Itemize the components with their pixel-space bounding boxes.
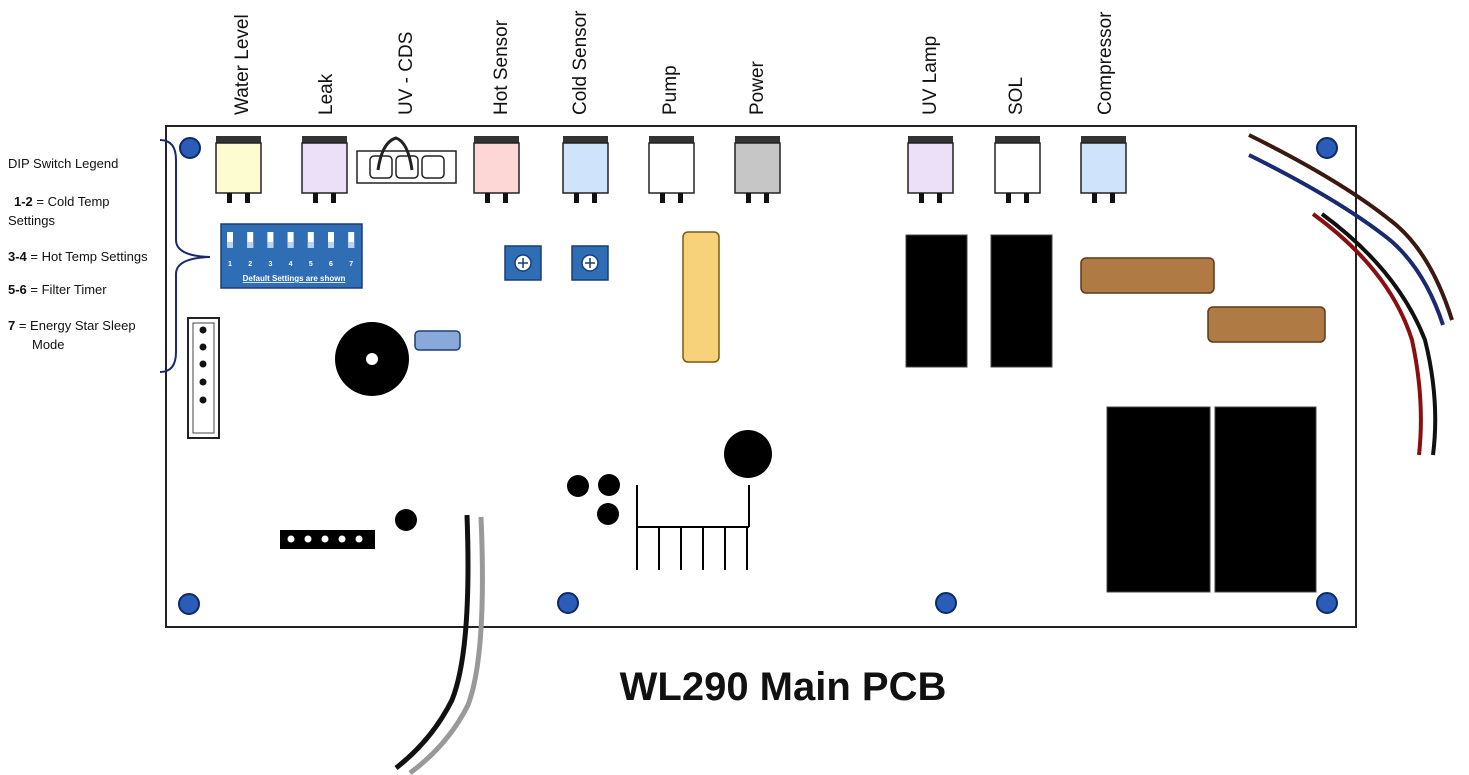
connector-leak [301,136,348,203]
yellow-component [682,231,720,363]
connector-power [734,136,781,203]
diagram-title: WL290 Main PCB [620,665,947,709]
dip-legend: DIP Switch Legend 1-2 = Cold Temp Settin… [8,156,148,352]
buzzer [335,322,409,396]
connector-labels: Water Level Leak UV - CDS Hot Sensor Col… [232,10,1116,115]
dip-number: 3 [268,261,272,268]
connector-label-leak: Leak [316,73,337,115]
relay-compressor-b [1214,406,1317,593]
connector-label-hot-sensor: Hot Sensor [491,19,512,115]
dip-toggle [307,232,314,248]
dip-switch: 1 2 3 4 5 6 7 Default Settings are shown [220,223,363,289]
connectors [215,136,1127,203]
connector-pump [648,136,695,203]
mounting-hole [1316,592,1338,614]
mounting-hole [178,593,200,615]
top-right-wires [1248,133,1454,456]
connector-label-sol: SOL [1006,77,1027,115]
dip-number: 4 [289,261,293,268]
connector-water-level [215,136,262,203]
uv-cds-connector [356,136,457,184]
horizontal-pin-header [280,530,375,549]
mounting-hole [1316,137,1338,159]
dip-toggle [348,232,355,248]
connector-compressor [1080,136,1127,203]
dip-number: 5 [309,261,313,268]
potentiometer-cold [571,245,609,281]
legend-item-4: 7 = Energy Star Sleep [8,318,136,333]
connector-label-water-level: Water Level [232,14,253,115]
dip-number: 7 [349,261,353,268]
relay-compressor-a [1106,406,1211,593]
black-dot [598,474,620,496]
legend-item-2: 3-4 = Hot Temp Settings [8,249,148,264]
legend-item-1-line2: Settings [8,213,55,228]
connector-label-power: Power [747,60,768,115]
mounting-hole [179,137,201,159]
legend-item-4-line2: Mode [32,337,65,352]
heat-sink [636,485,750,570]
legend-bracket [159,139,211,373]
resistor-2 [1207,306,1326,343]
dip-number: 6 [329,261,333,268]
legend-item-1: 1-2 = Cold Temp [14,194,110,209]
dip-toggle [227,232,233,248]
connector-label-compressor: Compressor [1095,11,1116,115]
potentiometer-hot [504,245,542,281]
connector-cold-sensor [562,136,609,203]
dip-toggle [287,232,294,248]
mounting-hole [935,592,957,614]
connector-label-pump: Pump [660,65,681,115]
legend-title: DIP Switch Legend [8,156,118,171]
dip-number: 1 [228,261,232,268]
vertical-pin-header [187,317,220,439]
legend-item-3: 5-6 = Filter Timer [8,282,107,297]
dip-toggle [247,232,254,248]
small-blue-component [414,330,461,351]
large-black-dot [724,430,772,478]
connector-label-uv-cds: UV - CDS [396,32,417,115]
mounting-hole [557,592,579,614]
connector-label-uv-lamp: UV Lamp [920,36,941,115]
relay-sol [990,234,1053,368]
connector-sol [994,136,1041,203]
dip-toggle [267,232,274,248]
connector-uv-lamp [907,136,954,203]
resistor-1 [1080,257,1215,294]
bottom-wires [394,514,485,775]
dip-toggle [328,232,334,248]
dip-number: 2 [248,261,252,268]
small-black-dot [395,509,417,531]
black-dot [567,475,589,497]
connector-label-cold-sensor: Cold Sensor [570,10,591,115]
dip-caption: Default Settings are shown [243,274,346,283]
connector-hot-sensor [473,136,520,203]
black-dot [597,503,619,525]
relay-uv-lamp [905,234,968,368]
mounting-holes [178,137,1338,615]
